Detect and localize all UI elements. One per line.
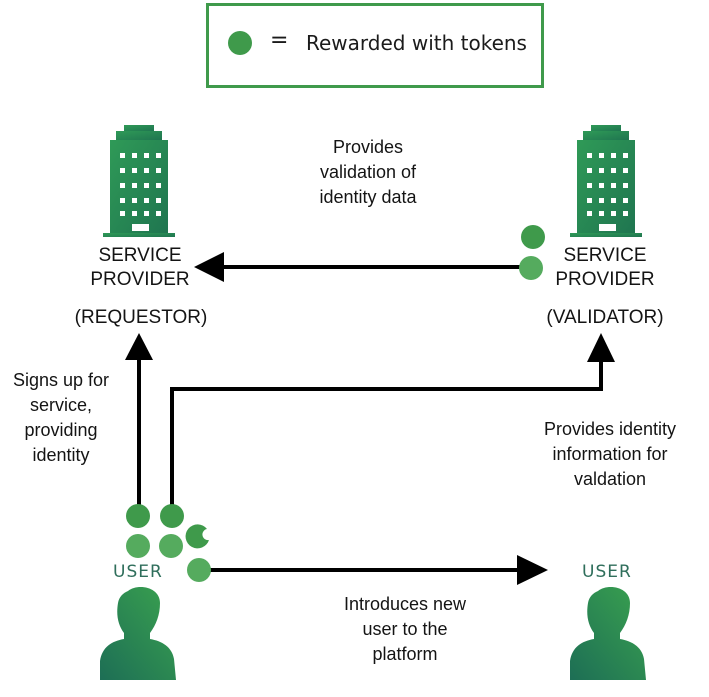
edge-label-line: providing — [24, 420, 98, 440]
validator-title-line1: SERVICE — [563, 245, 647, 266]
edge-label-identity: Provides identity information for valdat… — [522, 417, 698, 492]
token-dot-icon — [519, 256, 543, 280]
edge-label-line: validation of — [319, 162, 417, 182]
token-dot-icon — [228, 31, 252, 55]
edge-label-line: Introduces new — [343, 594, 467, 614]
token-dot-icon — [126, 504, 150, 528]
edge-label-line: platform — [372, 644, 438, 664]
edge-label-line: identity data — [319, 187, 417, 207]
edge-label-line: Signs up for — [12, 370, 110, 390]
legend-box — [206, 3, 544, 88]
requestor-title: SERVICE PROVIDER — [80, 244, 200, 292]
requestor-role: (REQUESTOR) — [74, 307, 208, 328]
edge-label-introduce: Introduces new user to the platform — [320, 592, 490, 667]
new-user-label: USER — [582, 562, 632, 582]
token-dot-icon — [187, 558, 211, 582]
arrow-identity-to-validator — [170, 333, 615, 505]
token-dot-icon — [521, 225, 545, 249]
legend-text: Rewarded with tokens — [306, 31, 527, 55]
edge-label-line: Provides — [332, 137, 404, 157]
edge-label-line: information for — [552, 444, 668, 464]
validator-title-line2: PROVIDER — [555, 269, 655, 290]
token-dot-partial-icon — [185, 524, 209, 549]
arrow-signup-to-requestor — [125, 333, 153, 505]
edge-label-line: service, — [29, 395, 92, 415]
token-dot-icon — [126, 534, 150, 558]
building-icon-validator — [570, 125, 642, 237]
requestor-title-line2: PROVIDER — [90, 269, 190, 290]
validator-title: SERVICE PROVIDER — [545, 244, 665, 292]
validator-role: (VALIDATOR) — [546, 307, 664, 328]
edge-label-line: user to the — [362, 619, 448, 639]
edge-label-line: Provides identity — [543, 419, 677, 439]
building-icon-requestor — [103, 125, 175, 237]
person-icon-user — [100, 587, 176, 680]
arrow-introduce-new-user — [210, 555, 548, 585]
edge-label-line: identity — [32, 445, 90, 465]
person-icon-new-user — [570, 587, 646, 680]
legend-equals: = — [270, 28, 289, 53]
user-label: USER — [113, 562, 163, 582]
requestor-title-line1: SERVICE — [98, 245, 182, 266]
token-dot-icon — [160, 504, 184, 528]
arrow-validation-to-requestor — [194, 252, 522, 282]
edge-label-line: valdation — [573, 469, 647, 489]
token-dot-icon — [159, 534, 183, 558]
edge-label-validation: Provides validation of identity data — [300, 135, 436, 210]
edge-label-signup: Signs up for service, providing identity — [0, 368, 122, 468]
